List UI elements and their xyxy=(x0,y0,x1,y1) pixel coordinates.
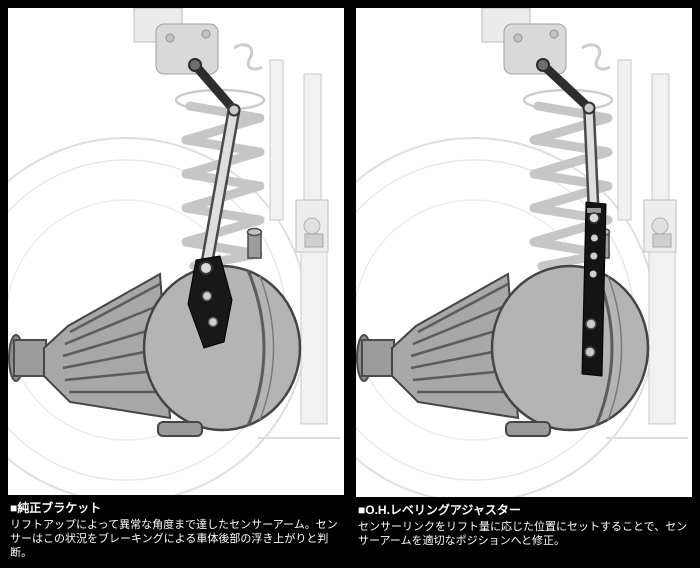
column-leveling-adjuster: ■O.H.レベリングアジャスター センサーリンクをリフト量に応じた位置にセットす… xyxy=(356,8,692,560)
panel-leveling-adjuster xyxy=(356,8,692,497)
sensor-link-rod xyxy=(202,106,238,272)
adjust-hole xyxy=(590,252,598,260)
caption-stock-bracket: ■純正ブラケット リフトアップによって異常な角度まで達したセンサーアーム。センサ… xyxy=(8,501,344,560)
bolt xyxy=(207,316,219,328)
bolt xyxy=(585,318,597,330)
leveling-adjuster-illustration xyxy=(356,8,692,497)
column-stock-bracket: ■純正ブラケット リフトアップによって異常な角度まで達したセンサーアーム。センサ… xyxy=(8,8,344,560)
sensor-pivot xyxy=(536,58,550,72)
caption-title: ■純正ブラケット xyxy=(10,501,102,515)
plate-label xyxy=(587,208,601,213)
adjust-hole xyxy=(590,234,598,242)
stock-bracket-illustration xyxy=(8,8,344,495)
caption-body: リフトアップによって異常な角度まで達したセンサーアーム。センサーはこの状況をブレ… xyxy=(10,519,338,559)
caption-body: センサーリンクをリフト量に応じた位置にセットすることで、センサーアームを適切なポ… xyxy=(358,521,688,547)
link-nut xyxy=(199,261,213,275)
sensor-arm-abnormal xyxy=(188,58,241,275)
sensor-arm-corrected xyxy=(536,58,600,224)
panel-stock-bracket xyxy=(8,8,344,495)
bolt xyxy=(584,346,596,358)
leveling-adjuster-plate xyxy=(581,201,607,377)
adjust-hole xyxy=(589,270,597,278)
sensor-pivot xyxy=(188,58,202,72)
bolt xyxy=(201,290,213,302)
caption-title: ■O.H.レベリングアジャスター xyxy=(358,503,521,517)
caption-leveling-adjuster: ■O.H.レベリングアジャスター センサーリンクをリフト量に応じた位置にセットす… xyxy=(356,503,692,548)
sensor-link-rod xyxy=(585,104,598,222)
stock-bracket-part xyxy=(187,255,233,349)
link-nut xyxy=(588,212,600,224)
